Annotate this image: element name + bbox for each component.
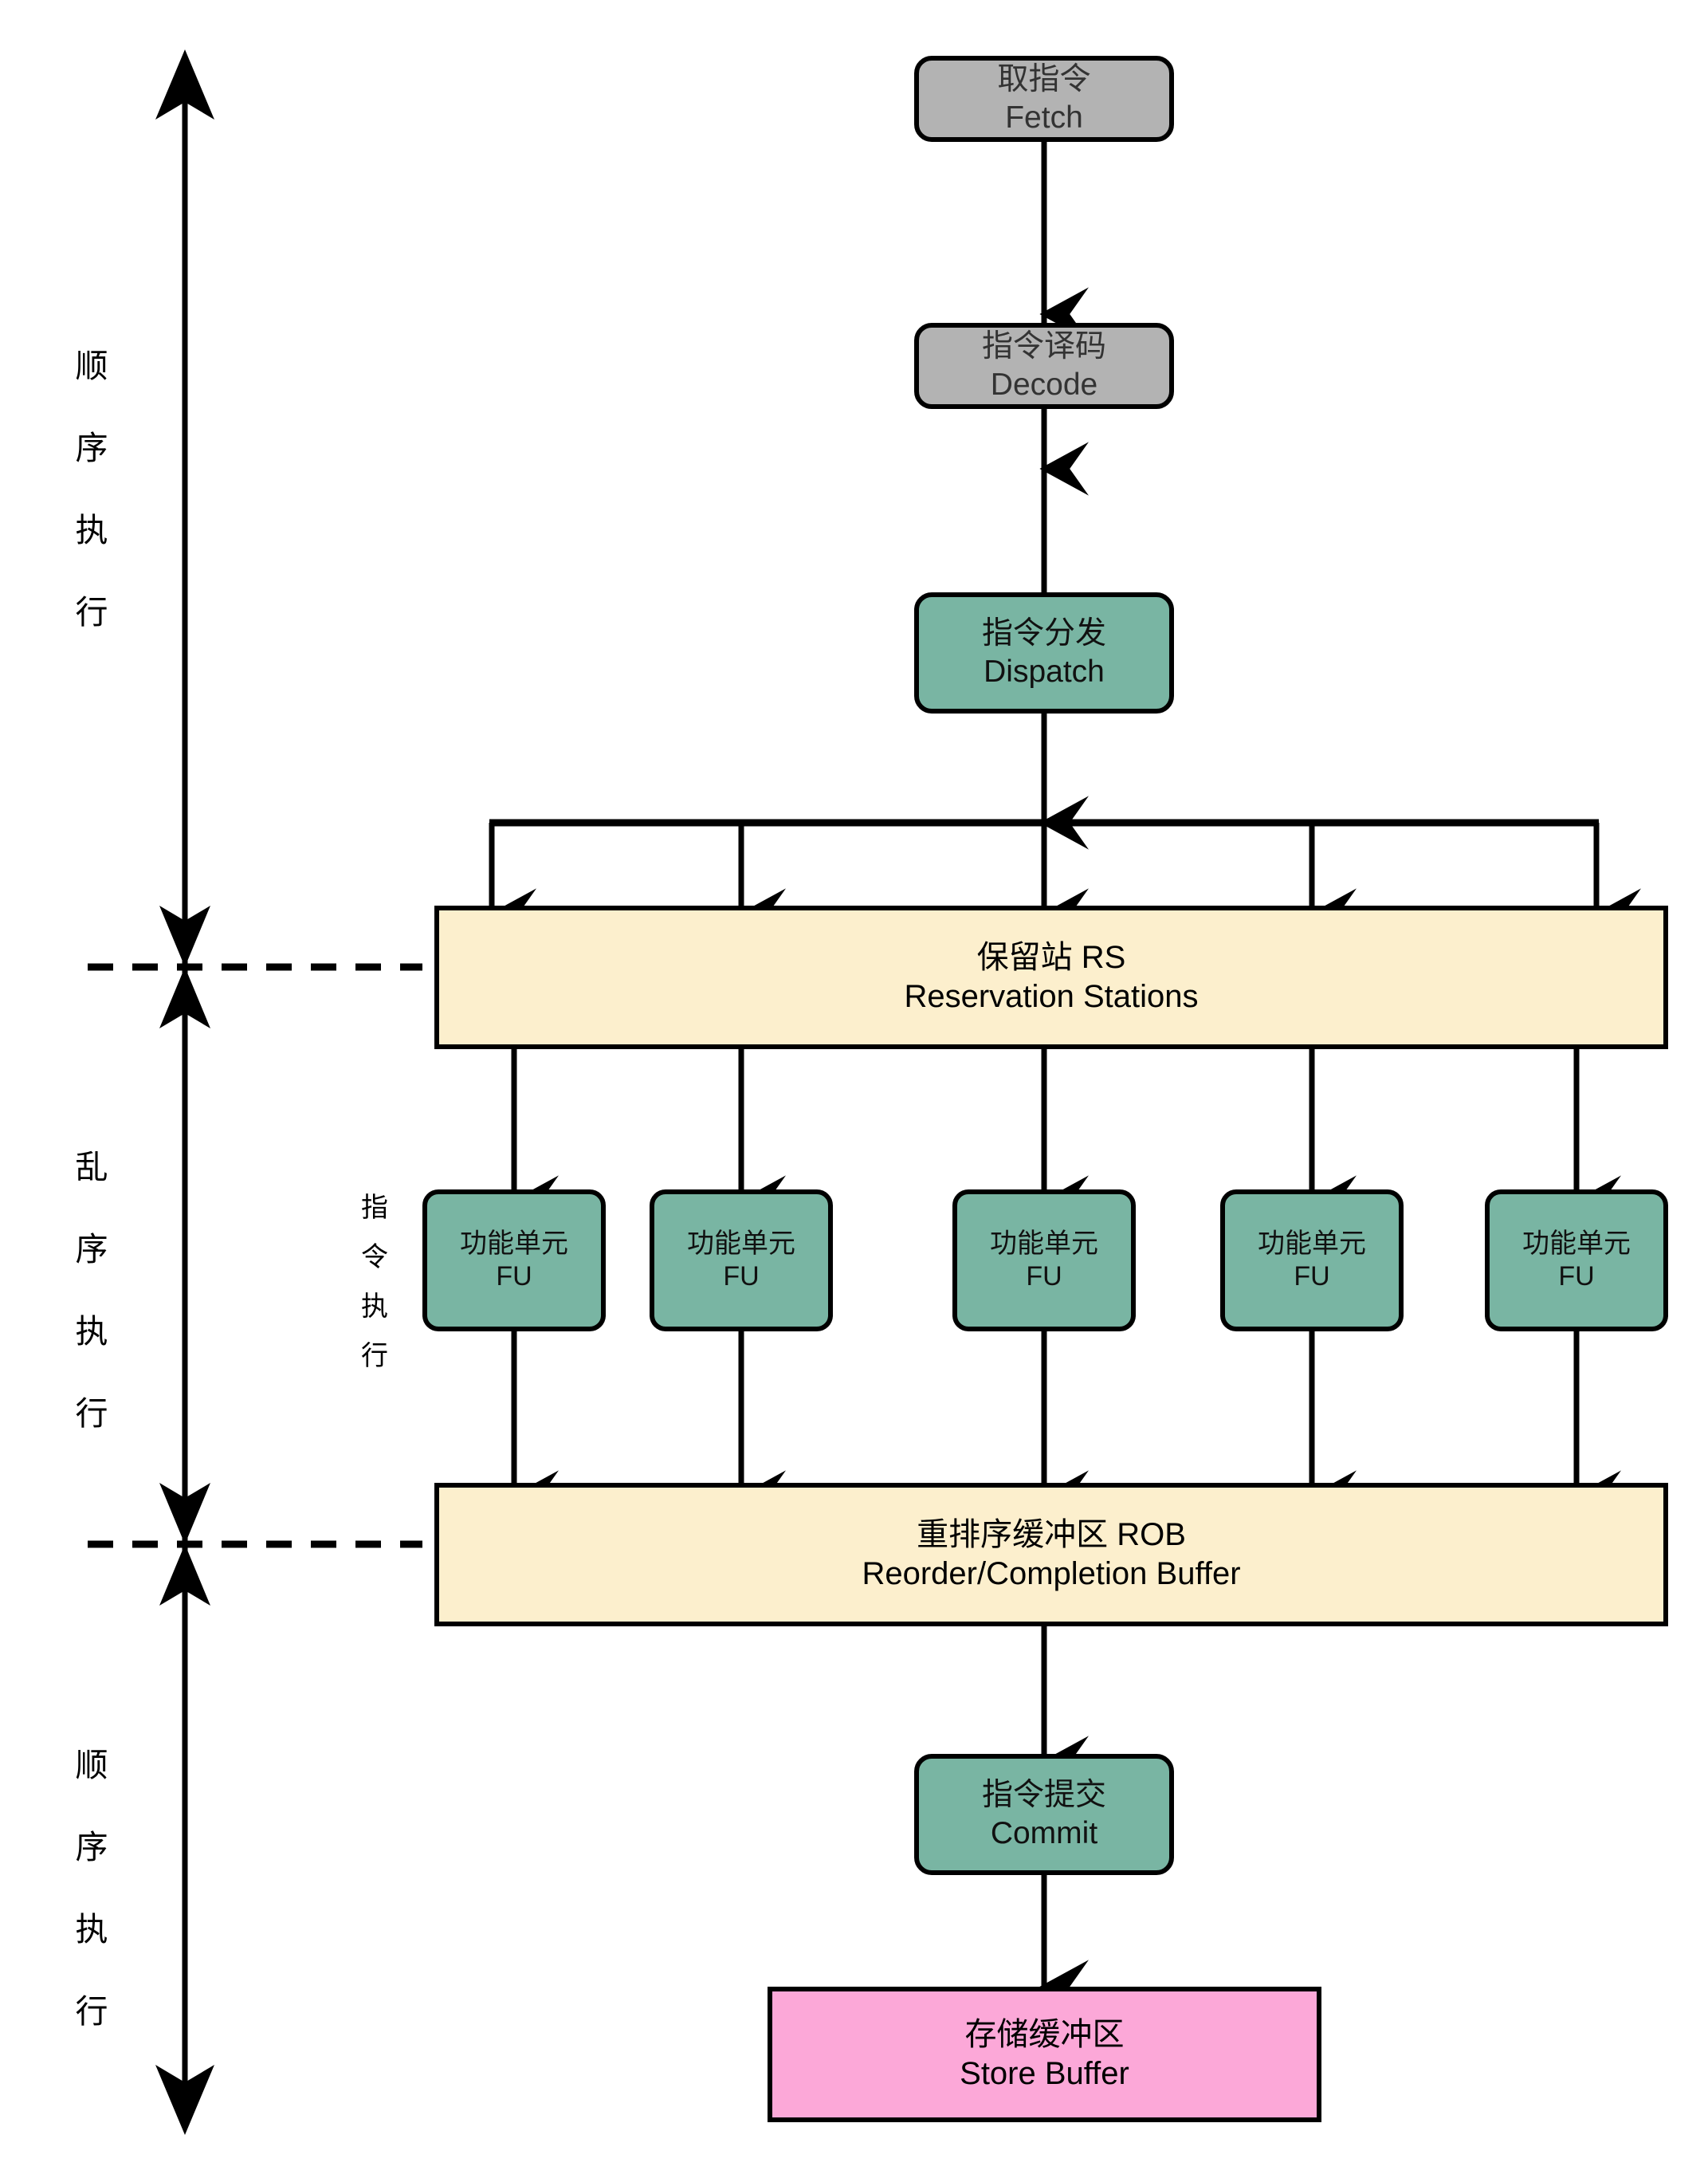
node-dispatch[interactable]: 指令分发 Dispatch <box>914 592 1174 714</box>
node-decode[interactable]: 指令译码 Decode <box>914 323 1174 409</box>
phase-char: 序 <box>75 1231 108 1268</box>
phase-char: 行 <box>75 1993 108 2030</box>
phase-char: 乱 <box>75 1149 108 1185</box>
phase-axis <box>155 49 214 2135</box>
node-fu-en: FU <box>723 1261 760 1292</box>
node-functional-unit-3[interactable]: 功能单元 FU <box>952 1189 1136 1331</box>
phase-char: 顺 <box>75 1747 108 1783</box>
phase-label-in-order-front: 顺 序 执 行 <box>56 339 128 633</box>
node-rs-cn: 保留站 RS <box>976 940 1126 976</box>
node-fu-cn: 功能单元 <box>990 1228 1098 1259</box>
node-rob-en: Reorder/Completion Buffer <box>862 1556 1241 1591</box>
node-store-buffer-cn: 存储缓冲区 <box>964 2017 1125 2053</box>
node-fetch[interactable]: 取指令 Fetch <box>914 56 1174 142</box>
node-reservation-stations[interactable]: 保留站 RS Reservation Stations <box>434 906 1668 1049</box>
phase-char: 行 <box>75 594 108 631</box>
node-dispatch-en: Dispatch <box>984 655 1105 689</box>
exec-char: 执 <box>361 1292 388 1322</box>
edges-fu-to-rob <box>509 1324 1622 1524</box>
node-fu-cn: 功能单元 <box>460 1228 568 1259</box>
exec-char: 指 <box>361 1193 388 1223</box>
node-fu-en: FU <box>1026 1261 1062 1292</box>
node-store-buffer-en: Store Buffer <box>960 2056 1129 2091</box>
node-fetch-cn: 取指令 <box>997 62 1091 97</box>
node-functional-unit-5[interactable]: 功能单元 FU <box>1485 1189 1668 1331</box>
phase-char: 序 <box>75 1829 108 1866</box>
node-commit-en: Commit <box>990 1816 1098 1850</box>
phase-char: 执 <box>75 1313 108 1350</box>
edges-rs-to-fu <box>509 1049 1622 1229</box>
phase-char: 行 <box>75 1395 108 1432</box>
node-functional-unit-1[interactable]: 功能单元 FU <box>422 1189 606 1331</box>
node-dispatch-cn: 指令分发 <box>981 616 1106 651</box>
node-fu-en: FU <box>1294 1261 1330 1292</box>
node-decode-en: Decode <box>990 368 1098 402</box>
node-rob-cn: 重排序缓冲区 ROB <box>917 1517 1186 1553</box>
exec-char: 行 <box>361 1341 388 1371</box>
node-fu-cn: 功能单元 <box>1258 1228 1366 1259</box>
node-reorder-buffer[interactable]: 重排序缓冲区 ROB Reorder/Completion Buffer <box>434 1483 1668 1626</box>
phase-char: 序 <box>75 430 108 466</box>
phase-label-out-of-order: 乱 序 执 行 <box>56 1140 128 1434</box>
phase-char: 执 <box>75 1911 108 1948</box>
node-functional-unit-2[interactable]: 功能单元 FU <box>650 1189 833 1331</box>
node-decode-cn: 指令译码 <box>981 329 1106 364</box>
node-fu-en: FU <box>496 1261 532 1292</box>
phase-char: 顺 <box>75 348 108 384</box>
node-functional-unit-4[interactable]: 功能单元 FU <box>1220 1189 1404 1331</box>
node-fu-cn: 功能单元 <box>687 1228 795 1259</box>
node-fu-cn: 功能单元 <box>1522 1228 1631 1259</box>
phase-char: 执 <box>75 512 108 548</box>
node-commit[interactable]: 指令提交 Commit <box>914 1754 1174 1875</box>
node-fetch-en: Fetch <box>1005 100 1083 135</box>
node-rs-en: Reservation Stations <box>904 979 1199 1014</box>
exec-char: 令 <box>361 1242 388 1272</box>
dispatch-fanout-bus <box>487 819 1642 942</box>
label-instruction-execute: 指 令 执 行 <box>351 1185 399 1373</box>
node-commit-cn: 指令提交 <box>981 1778 1106 1813</box>
node-fu-en: FU <box>1558 1261 1595 1292</box>
phase-label-in-order-back: 顺 序 执 行 <box>56 1738 128 2032</box>
node-store-buffer[interactable]: 存储缓冲区 Store Buffer <box>768 1987 1321 2122</box>
